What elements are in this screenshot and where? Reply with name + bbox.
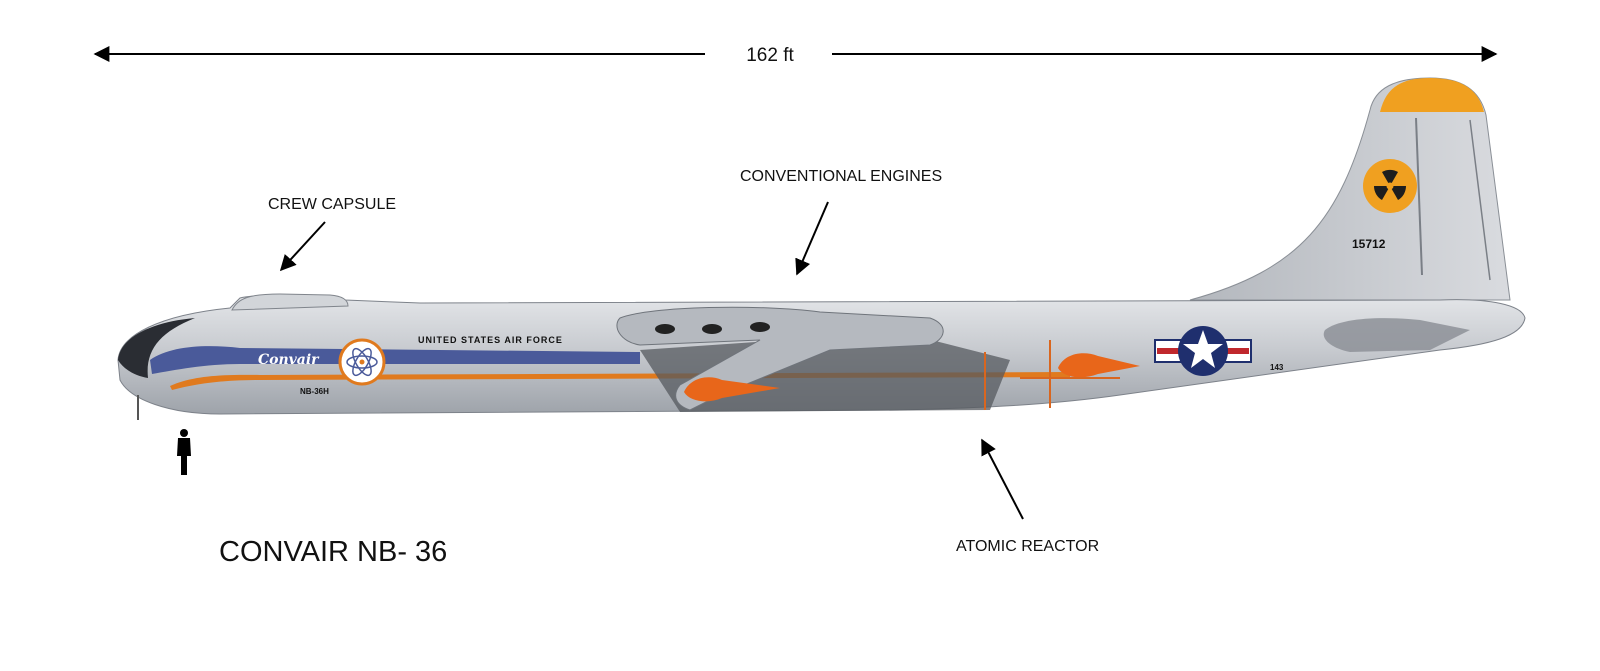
- tail-tip: [1380, 78, 1484, 112]
- aircraft-name: CONVAIR NB- 36: [219, 536, 447, 568]
- blue-stripe: [150, 346, 640, 374]
- length-dimension: 162 ft: [93, 45, 1498, 66]
- engine-intake-1: [655, 324, 675, 334]
- callout-atomic-reactor: ATOMIC REACTOR: [956, 438, 1099, 555]
- aft-code: 143: [1270, 363, 1284, 372]
- length-label: 162 ft: [746, 45, 794, 66]
- atomic-reactor-label: ATOMIC REACTOR: [956, 538, 1099, 555]
- engine-intake-3: [750, 322, 770, 332]
- jet-pod-left: [684, 377, 780, 402]
- usaf-roundel-icon: [1154, 326, 1252, 376]
- nose-code: NB-36H: [300, 387, 329, 396]
- crew-capsule-label: CREW CAPSULE: [268, 196, 396, 213]
- callout-conventional-engines: CONVENTIONAL ENGINES: [740, 168, 942, 276]
- radiation-trefoil-icon: [1363, 159, 1417, 213]
- tail-number: 15712: [1352, 237, 1386, 251]
- engine-intake-2: [702, 324, 722, 334]
- atom-icon: [338, 338, 386, 386]
- fuselage-lettering: UNITED STATES AIR FORCE: [418, 335, 563, 345]
- nose-cone: [118, 318, 195, 378]
- aircraft: UNITED STATES AIR FORCE Convair NB-36H 1…: [117, 77, 1526, 420]
- horizontal-stabilizer: [1323, 318, 1470, 352]
- crew-capsule-canopy: [231, 293, 349, 311]
- convair-script: Convair: [258, 352, 320, 368]
- person-silhouette-icon: [177, 429, 191, 475]
- conventional-engines-label: CONVENTIONAL ENGINES: [740, 168, 942, 185]
- callout-crew-capsule: CREW CAPSULE: [268, 196, 396, 272]
- jet-pod-right: [1058, 353, 1140, 378]
